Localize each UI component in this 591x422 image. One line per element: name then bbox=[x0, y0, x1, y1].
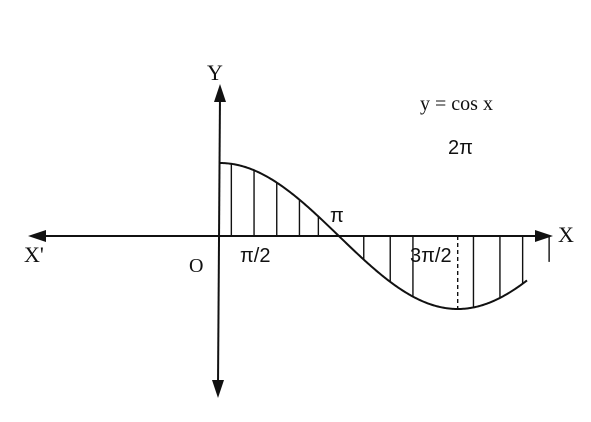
y-axis-line bbox=[217, 94, 221, 386]
curve-guides bbox=[456, 236, 459, 309]
y-axis-label: Y bbox=[207, 60, 223, 85]
curve-hatching bbox=[230, 163, 550, 308]
origin-label: O bbox=[189, 255, 203, 277]
equation-label: y = cos x bbox=[420, 93, 493, 115]
y-axis-arrow-up bbox=[214, 84, 226, 102]
cosine-curve bbox=[219, 162, 528, 310]
x-axis-arrow-right bbox=[535, 230, 553, 242]
x-prime-axis-label: X' bbox=[24, 242, 44, 267]
tick-label-two-pi: 2π bbox=[448, 137, 473, 159]
tick-label-three-half-pi: 3π/2 bbox=[410, 245, 452, 267]
x-axis-arrow-left bbox=[28, 230, 46, 242]
tick-label-pi: π bbox=[330, 205, 344, 227]
tick-label-half-pi: π/2 bbox=[240, 245, 270, 267]
x-axis-label: X bbox=[558, 222, 574, 247]
y-axis-arrow-down bbox=[212, 380, 224, 398]
